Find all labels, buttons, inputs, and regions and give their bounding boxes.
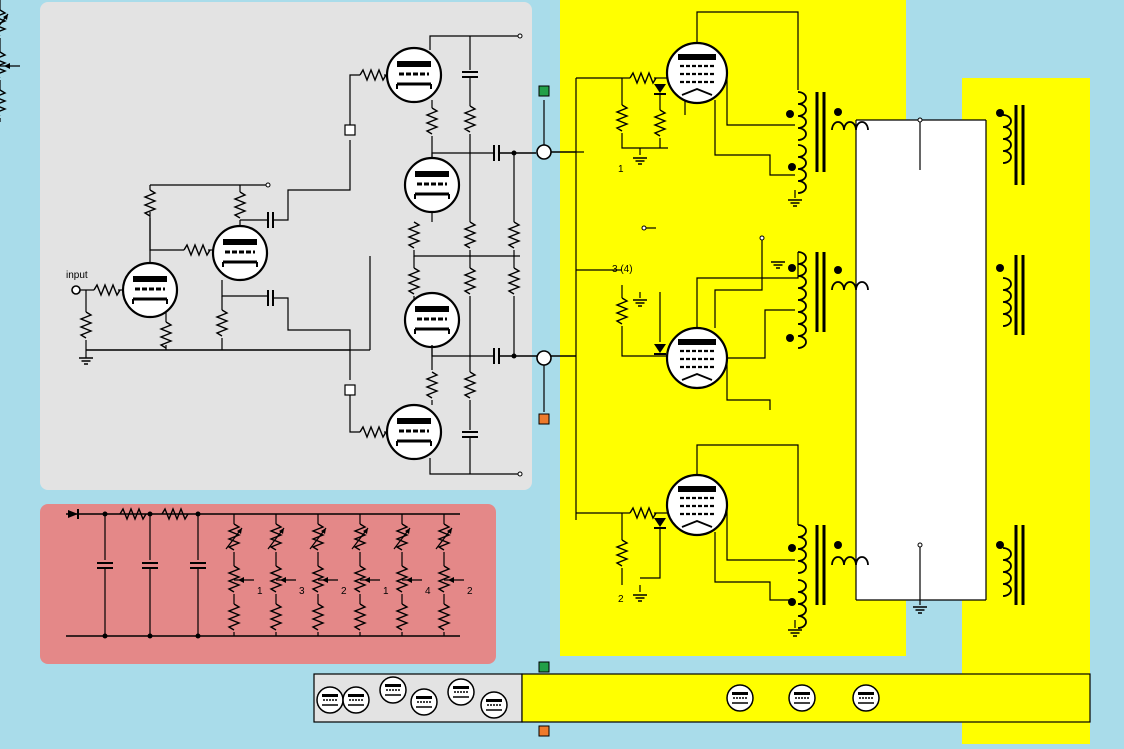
grid-test-point-top[interactable] <box>536 144 552 160</box>
tube-layout <box>316 661 880 737</box>
driver-stage: input <box>66 33 538 477</box>
bias-trim-1: 1 <box>257 586 263 597</box>
bias-trim-2: 3 <box>299 586 305 597</box>
bias-trim-6: 2 <box>467 586 473 597</box>
triode-v5-icon <box>403 291 461 349</box>
bias-trim-3: 2 <box>341 586 347 597</box>
grid-test-point-bottom[interactable] <box>536 350 552 366</box>
triode-v3-icon <box>385 46 443 104</box>
positive-terminal-bottom[interactable] <box>538 661 550 673</box>
output-stage: 1 3 (4) <box>536 11 869 637</box>
triode-v4-icon <box>403 156 461 214</box>
secondary-wiring <box>855 103 1025 614</box>
secondary-link-area <box>856 120 986 600</box>
bias-trim-5: 4 <box>425 586 431 597</box>
grid-num-top: 1 <box>618 164 624 175</box>
output-tube-2-icon <box>665 326 729 390</box>
grid-num-mid: 3 (4) <box>612 264 633 275</box>
bias-trim-4: 1 <box>383 586 389 597</box>
triode-v6-icon <box>385 403 443 461</box>
bias-pot-column <box>0 0 20 122</box>
negative-terminal-bottom[interactable] <box>538 725 550 737</box>
triode-v2-icon <box>211 224 269 282</box>
positive-terminal-top[interactable] <box>538 85 550 97</box>
bias-supply-panel <box>40 504 496 664</box>
grid-num-bottom: 2 <box>618 594 624 605</box>
input-label: input <box>66 270 88 281</box>
input-jack-icon[interactable] <box>71 285 81 295</box>
driver-stage-panel <box>40 2 532 490</box>
output-stage-panel <box>560 0 906 656</box>
output-tube-3-icon <box>665 473 729 537</box>
diode-icon <box>68 510 78 518</box>
negative-terminal-top[interactable] <box>538 413 550 425</box>
output-tube-1-icon <box>665 41 729 105</box>
triode-v1-icon <box>121 261 179 319</box>
bias-supply: 1 3 2 1 4 2 <box>0 0 473 639</box>
